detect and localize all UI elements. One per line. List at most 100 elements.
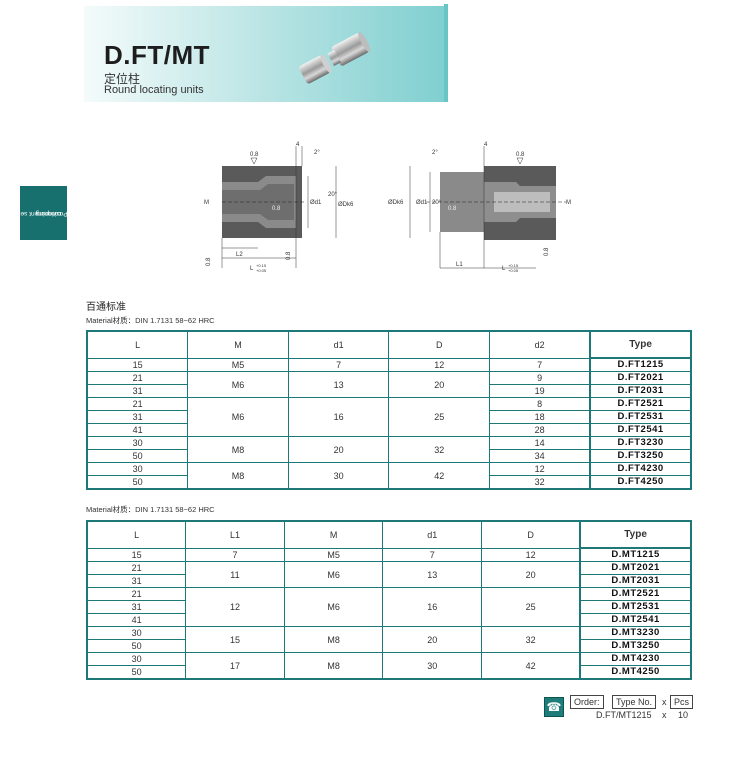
cell-d1: 7 bbox=[382, 547, 483, 562]
cell-type: D.MT4230 bbox=[579, 652, 692, 666]
cell-d: 25 bbox=[481, 587, 581, 627]
ft-roughness-br: 0.8 bbox=[286, 251, 292, 260]
cell-l: 30 bbox=[86, 462, 189, 476]
cell-d1: 13 bbox=[287, 371, 390, 398]
cell-type: D.MT3230 bbox=[579, 626, 692, 640]
cell-d2: 19 bbox=[489, 384, 591, 398]
mt-roughness-inner: 0.8 bbox=[448, 206, 457, 212]
cell-d2: 9 bbox=[489, 371, 591, 385]
cell-l: 21 bbox=[86, 587, 187, 601]
cell-l: 31 bbox=[86, 574, 187, 588]
cell-d: 12 bbox=[388, 357, 491, 372]
table-row: 50 34 D.FT3250 bbox=[86, 449, 692, 463]
cell-m: M6 bbox=[187, 397, 289, 437]
cell-l: 21 bbox=[86, 371, 189, 385]
mt-l: L bbox=[502, 266, 506, 272]
cell-type: D.MT4250 bbox=[579, 665, 692, 680]
order-label: Order: bbox=[570, 695, 604, 709]
cell-d1: 13 bbox=[382, 561, 483, 588]
table-row: 50 32 D.FT4250 bbox=[86, 475, 692, 490]
header-banner bbox=[84, 6, 448, 102]
mt-dk6: ØDk6 bbox=[388, 200, 404, 206]
subtitle-chinese: 定位柱 bbox=[104, 72, 141, 86]
subtitle-english: Round locating units bbox=[104, 84, 204, 96]
table-mt: L L1 M d1 D Type 15 7 M5 7 12 D.MT1215 2… bbox=[86, 520, 692, 680]
ft-roughness-top: 0.8 bbox=[250, 152, 259, 158]
mt-l1: L1 bbox=[456, 262, 463, 268]
mt-d1: Ød1 bbox=[416, 200, 428, 206]
cell-l: 50 bbox=[86, 639, 187, 653]
cell-type: D.MT2031 bbox=[579, 574, 692, 588]
table-row: 30 17 M8 30 42 D.MT4230 bbox=[86, 652, 692, 680]
cell-type: D.MT1215 bbox=[579, 547, 692, 562]
cell-m: M6 bbox=[283, 561, 384, 588]
cell-l: 50 bbox=[86, 449, 189, 463]
cell-l1: 17 bbox=[185, 652, 285, 680]
ft-roughness-inner: 0.8 bbox=[272, 206, 281, 212]
ft-header-m: M bbox=[187, 330, 289, 359]
material-note-ft: Material材质：DIN 1.7131 58~62 HRC bbox=[86, 316, 215, 325]
cell-l: 30 bbox=[86, 652, 187, 666]
cell-type: D.FT4230 bbox=[589, 462, 692, 476]
cell-d2: 34 bbox=[489, 449, 591, 463]
cell-d2: 18 bbox=[489, 410, 591, 424]
cell-l: 15 bbox=[86, 357, 189, 372]
cell-l: 31 bbox=[86, 384, 189, 398]
ft-dim-4: 4 bbox=[296, 142, 300, 148]
cell-m: M8 bbox=[187, 436, 289, 463]
cell-type: D.MT2521 bbox=[579, 587, 692, 601]
cell-m: M6 bbox=[187, 371, 289, 398]
mt-header-d: D bbox=[481, 520, 581, 549]
cell-l: 31 bbox=[86, 600, 187, 614]
ft-angle: 2° bbox=[314, 150, 320, 156]
cell-d: 20 bbox=[481, 561, 581, 588]
cell-m: M8 bbox=[283, 652, 384, 680]
header-accent-bar bbox=[444, 4, 448, 102]
order-example-qty: 10 bbox=[678, 710, 689, 720]
cell-d: 42 bbox=[388, 462, 491, 490]
ft-m: M bbox=[204, 200, 209, 206]
side-tab-line2: component series bbox=[9, 210, 62, 217]
cell-d1: 16 bbox=[287, 397, 390, 437]
cell-type: D.FT1215 bbox=[589, 357, 692, 372]
cell-l1: 7 bbox=[185, 547, 285, 562]
cell-d2: 8 bbox=[489, 397, 591, 411]
cell-d: 12 bbox=[481, 547, 581, 562]
cell-type: D.FT2021 bbox=[589, 371, 692, 385]
ft-header-d2: d2 bbox=[489, 330, 591, 359]
cell-l: 21 bbox=[86, 397, 189, 411]
table-row: 21 M6 13 20 9 D.FT2021 bbox=[86, 371, 692, 398]
ft-tol-minus: +0.05 bbox=[256, 268, 267, 273]
cell-d2: 28 bbox=[489, 423, 591, 437]
mt-angle-20: 20° bbox=[432, 200, 442, 206]
order-example-type: D.FT/MT1215 bbox=[596, 710, 652, 720]
cell-type: D.MT2021 bbox=[579, 561, 692, 575]
cell-l: 31 bbox=[86, 410, 189, 424]
cell-l: 30 bbox=[86, 626, 187, 640]
ft-header-d1: d1 bbox=[287, 330, 390, 359]
cell-type: D.MT2531 bbox=[579, 600, 692, 614]
mt-dim-4: 4 bbox=[484, 142, 488, 148]
cell-l1: 12 bbox=[185, 587, 285, 627]
table-row: 31 19 D.FT2031 bbox=[86, 384, 692, 398]
drawing-mt: 2° 4 0.8 ØDk6 Ød1 20° 0.8 M L1 L +0.15 +… bbox=[388, 142, 571, 273]
ft-angle-20: 20° bbox=[328, 192, 338, 198]
ft-d1: Ød1 bbox=[310, 200, 322, 206]
cell-d: 42 bbox=[481, 652, 581, 680]
table-row: 50 D.MT3250 bbox=[86, 639, 692, 653]
table-row: 21 12 M6 16 25 D.MT2521 bbox=[86, 587, 692, 627]
cell-type: D.FT2031 bbox=[589, 384, 692, 398]
table-row: 15 7 M5 7 12 D.MT1215 bbox=[86, 547, 692, 562]
cell-d: 20 bbox=[388, 371, 491, 398]
table-row: 30 M8 20 32 14 D.FT3230 bbox=[86, 436, 692, 463]
cell-d2: 14 bbox=[489, 436, 591, 450]
mt-header-m: M bbox=[283, 520, 384, 549]
cell-d1: 16 bbox=[382, 587, 483, 627]
cell-d2: 32 bbox=[489, 475, 591, 490]
cell-type: D.FT3230 bbox=[589, 436, 692, 450]
cell-m: M5 bbox=[187, 357, 289, 372]
cell-d1: 20 bbox=[382, 626, 483, 653]
ft-dk6: ØDk6 bbox=[338, 202, 354, 208]
cell-type: D.MT3250 bbox=[579, 639, 692, 653]
